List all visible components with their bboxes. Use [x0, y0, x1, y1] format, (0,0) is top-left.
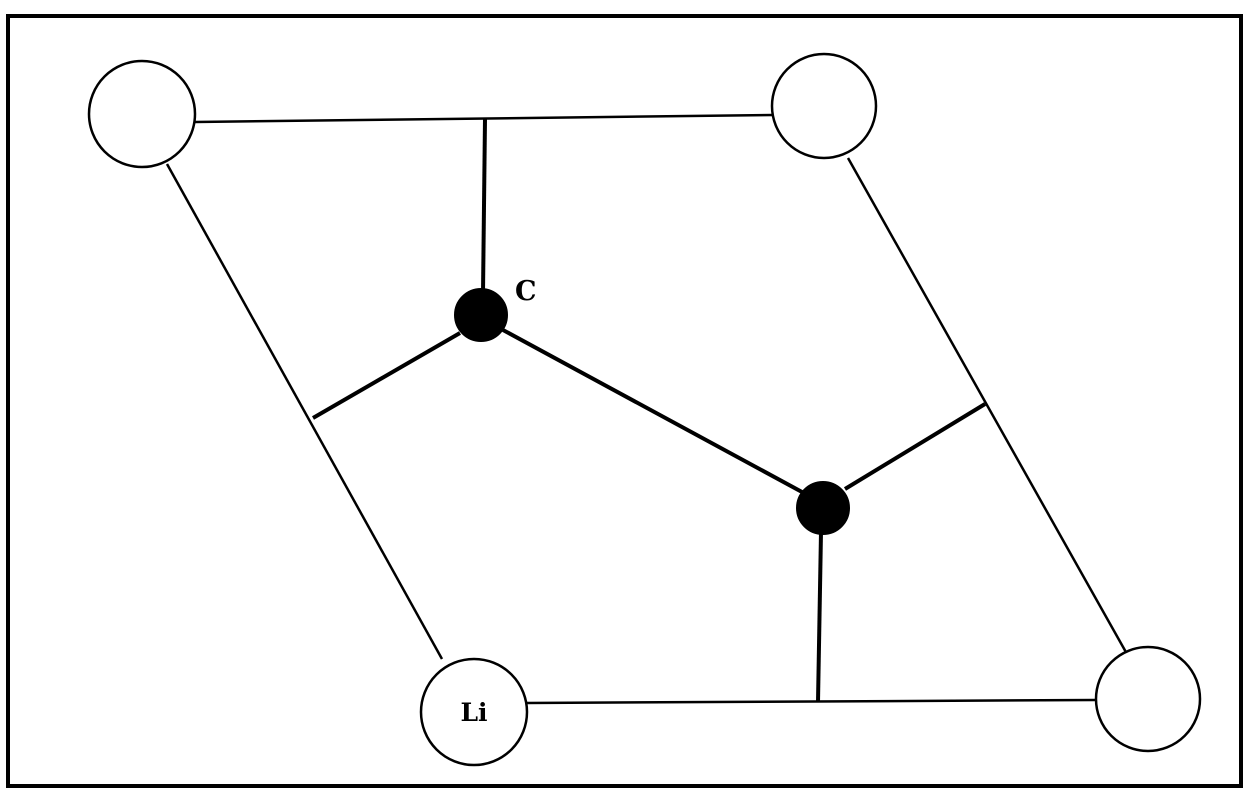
diagram-frame [6, 14, 1243, 788]
cell-edges [165, 113, 1129, 705]
bond-carbon-lower-to-bottom-edge [816, 531, 823, 703]
atom-bottom-right [1094, 645, 1202, 753]
edge-top [194, 113, 774, 124]
atom-bottom-left [419, 657, 529, 767]
edge-bottom [525, 698, 1096, 705]
bond-carbon-lower-to-right-edge [843, 402, 987, 491]
bond-carbon-carbon [502, 328, 803, 494]
bond-network [311, 118, 987, 703]
atom-carbon-upper [454, 288, 508, 342]
bond-carbon-upper-to-top-edge [481, 118, 487, 294]
edge-right [846, 157, 1129, 655]
edge-left [165, 163, 444, 660]
open-atoms [87, 52, 1202, 767]
label-carbon: C [515, 276, 537, 307]
atom-carbon-lower [796, 481, 850, 535]
atom-top-right [770, 52, 878, 160]
label-lithium: Li [460, 698, 487, 727]
bond-carbon-upper-to-left-edge [311, 331, 462, 420]
filled-atoms [454, 288, 850, 535]
atom-top-left [87, 59, 197, 169]
